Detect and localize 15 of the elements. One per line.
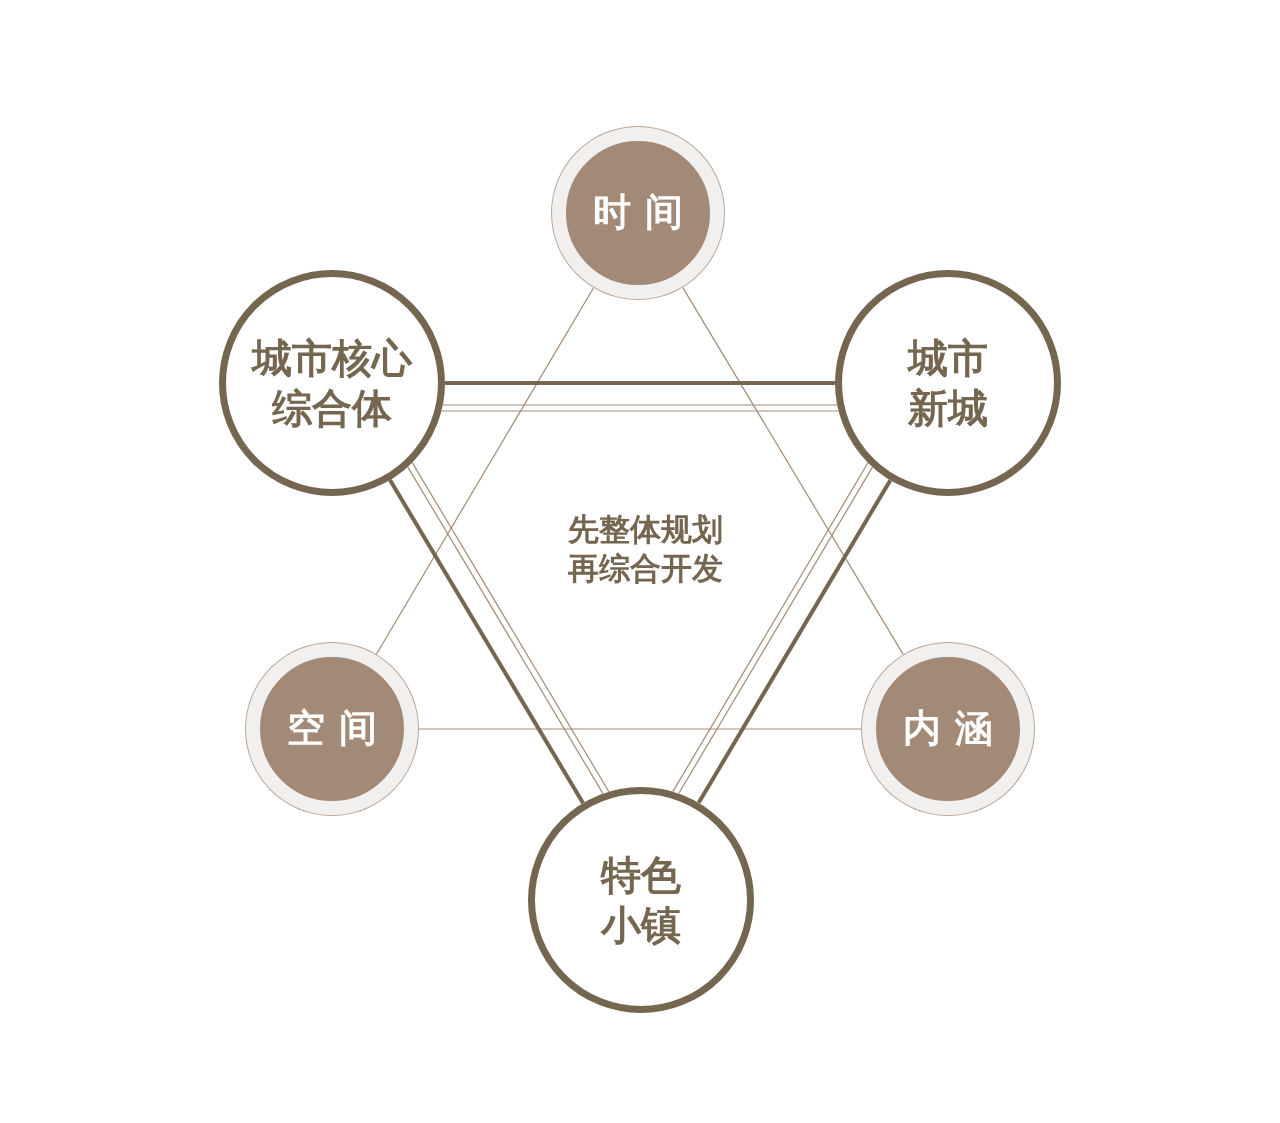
connector-line — [375, 287, 595, 655]
connector-line — [682, 287, 904, 655]
node-label: 特色小镇 — [599, 851, 682, 950]
node-label: 空 间 — [286, 705, 378, 753]
node-label: 时 间 — [592, 189, 684, 237]
connector-line — [418, 728, 862, 730]
center-note: 先整体规划再综合开发 — [566, 510, 724, 588]
node-label: 城市新城 — [906, 334, 989, 433]
node-label: 城市核心综合体 — [250, 334, 414, 433]
connector-line — [388, 478, 585, 805]
connector-line — [445, 381, 835, 385]
connector-line — [442, 404, 838, 406]
node-label: 内 涵 — [902, 705, 994, 753]
connector-line — [440, 410, 840, 412]
connector-line — [697, 479, 892, 804]
